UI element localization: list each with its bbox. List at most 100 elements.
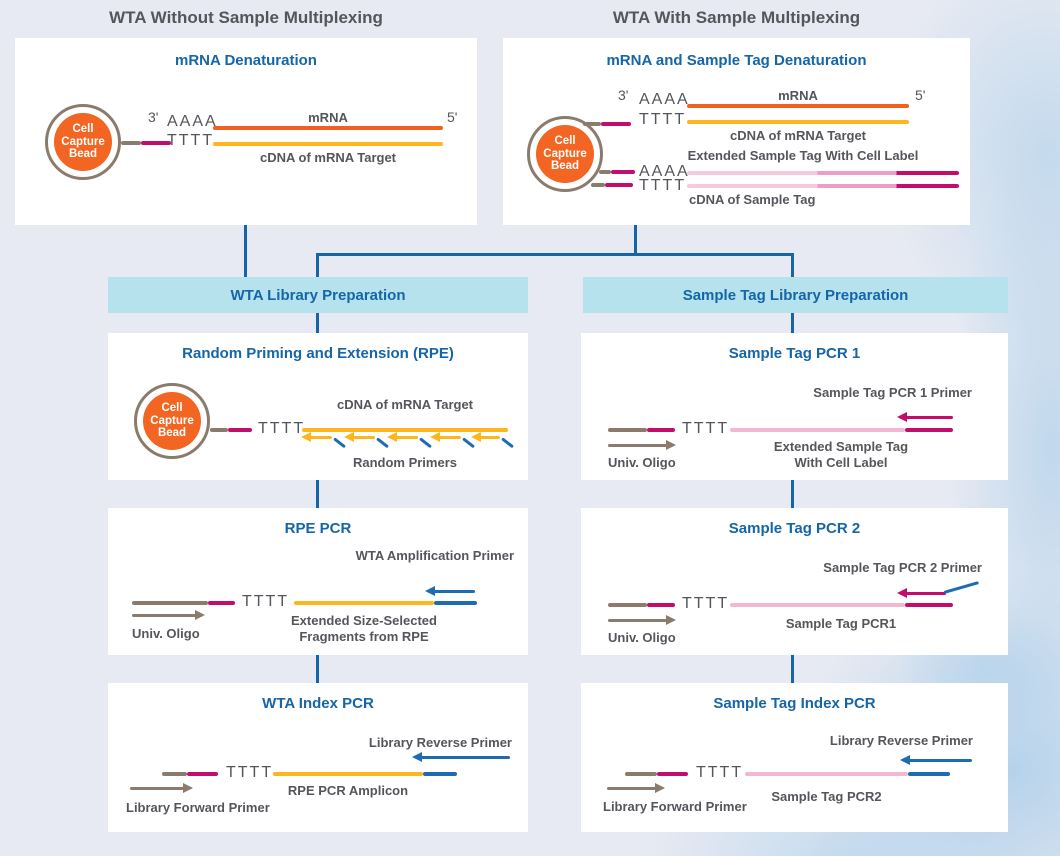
- box-random-priming-extension: Random Priming and Extension (RPE) Cell …: [108, 333, 528, 480]
- cdna-strand: [302, 428, 508, 432]
- sample-tag-pcr2-primer-label: Sample Tag PCR 2 Primer: [823, 560, 982, 575]
- box-rpe-pcr: RPE PCR WTA Amplification Primer TTTT Un…: [108, 508, 528, 655]
- sample-tag-pcr2-primer-tail: [943, 581, 980, 594]
- rpe-pcr-amplicon-label: RPE PCR Amplicon: [287, 783, 409, 798]
- banner-sample-tag-library-prep-label: Sample Tag Library Preparation: [682, 286, 909, 304]
- mrna-label: mRNA: [308, 110, 348, 125]
- connector-right-2: [791, 480, 794, 508]
- box-wta-index-pcr: WTA Index PCR Library Reverse Primer TTT…: [108, 683, 528, 832]
- cell-label-segment: [647, 428, 675, 432]
- banner-wta-library-prep: WTA Library Preparation: [108, 277, 528, 313]
- univ-oligo-arrow: [608, 440, 676, 450]
- univ-oligo-label: Univ. Oligo: [608, 455, 676, 470]
- univ-oligo-segment: [162, 772, 187, 776]
- polya-sequence-2: AAAA: [639, 163, 690, 180]
- sample-tag-strand-tip: [905, 603, 953, 607]
- sample-tag-pcr1-label: Sample Tag PCR1: [785, 616, 897, 631]
- sample-tag-strand: [745, 772, 908, 776]
- bead-linker-segment: [210, 428, 228, 432]
- univ-oligo-segment: [132, 601, 208, 605]
- univ-oligo-arrow: [608, 615, 676, 625]
- library-forward-primer-arrow: [130, 783, 193, 793]
- five-prime-label: 5': [447, 109, 458, 125]
- cell-label-segment: [141, 141, 171, 145]
- cell-label-segment-2: [611, 170, 635, 174]
- cell-capture-bead: Cell Capture Bead: [527, 116, 603, 192]
- cdna-strand: [213, 142, 443, 146]
- cdna-label: cDNA of mRNA Target: [336, 397, 474, 412]
- cell-label-segment: [657, 772, 688, 776]
- random-primer-arrow: [344, 432, 375, 442]
- box-title: Sample Tag Index PCR: [713, 695, 876, 712]
- random-primer: [344, 432, 391, 451]
- connector-left-denaturation: [244, 225, 247, 277]
- cell-label-segment: [647, 603, 675, 607]
- polyt-sequence: TTTT: [682, 420, 730, 437]
- mrna-strand: [213, 126, 443, 130]
- polyt-sequence: TTTT: [639, 111, 687, 128]
- box-title: mRNA Denaturation: [175, 52, 317, 69]
- five-prime-label: 5': [915, 87, 926, 103]
- univ-oligo-segment: [625, 772, 657, 776]
- connector-left-1: [316, 313, 319, 333]
- cell-capture-bead-label: Cell Capture Bead: [54, 113, 112, 171]
- random-primer-arrow: [387, 432, 418, 442]
- library-reverse-primer-arrow: [412, 752, 510, 762]
- box-title: Sample Tag PCR 2: [728, 520, 861, 537]
- extended-sample-tag-strand: [687, 171, 959, 175]
- mrna-strand: [687, 104, 909, 108]
- random-primer-arrow: [430, 432, 461, 442]
- connector-branch-drop-left: [316, 256, 319, 277]
- connector-branch-drop-right: [791, 256, 794, 277]
- sample-tag-strand: [730, 428, 905, 432]
- sample-tag-pcr2-label: Sample Tag PCR2: [771, 789, 882, 804]
- cell-label-segment: [228, 428, 252, 432]
- sample-tag-strand-tip: [908, 772, 950, 776]
- amplicon-strand: [273, 772, 423, 776]
- random-primer-arrow: [471, 432, 500, 442]
- polyt-sequence: TTTT: [258, 420, 306, 437]
- mrna-label: mRNA: [778, 88, 818, 103]
- cdna-sample-tag-strand: [687, 184, 959, 188]
- polyt-sequence: TTTT: [682, 595, 730, 612]
- header-with-multiplexing: WTA With Sample Multiplexing: [612, 8, 861, 27]
- extended-sample-tag-label: Extended Sample Tag With Cell Label: [687, 148, 919, 163]
- box-title: mRNA and Sample Tag Denaturation: [606, 52, 867, 69]
- fragments-label: Extended Size-Selected Fragments from RP…: [291, 613, 437, 645]
- wta-amplification-primer-label: WTA Amplification Primer: [355, 548, 514, 563]
- library-forward-primer-label: Library Forward Primer: [603, 799, 747, 814]
- sample-tag-strand: [730, 603, 905, 607]
- sample-tag-strand-tip: [905, 428, 953, 432]
- box-title: RPE PCR: [284, 520, 352, 537]
- random-primers-label: Random Primers: [352, 455, 458, 470]
- bead-linker-segment-2: [599, 170, 611, 174]
- connector-right-1: [791, 313, 794, 333]
- cell-label-segment: [601, 122, 631, 126]
- sample-tag-pcr1-primer-label: Sample Tag PCR 1 Primer: [813, 385, 972, 400]
- box-mrna-denaturation: mRNA Denaturation Cell Capture Bead 3' A…: [15, 38, 477, 225]
- box-sample-tag-pcr-1: Sample Tag PCR 1 Sample Tag PCR 1 Primer…: [581, 333, 1008, 480]
- cell-capture-bead: Cell Capture Bead: [134, 383, 210, 459]
- univ-oligo-arrow: [132, 610, 205, 620]
- random-primer: [471, 432, 518, 451]
- banner-sample-tag-library-prep: Sample Tag Library Preparation: [583, 277, 1008, 313]
- box-title: Random Priming and Extension (RPE): [182, 345, 454, 362]
- cdna-sample-tag-label: cDNA of Sample Tag: [689, 192, 816, 207]
- cell-label-segment: [208, 601, 235, 605]
- library-reverse-primer-arrow: [900, 755, 972, 765]
- library-forward-primer-arrow: [607, 783, 665, 793]
- cdna-label: cDNA of mRNA Target: [729, 128, 867, 143]
- polyt-sequence: TTTT: [242, 593, 290, 610]
- extended-sample-tag-label: Extended Sample Tag With Cell Label: [773, 439, 909, 471]
- box-sample-tag-pcr-2: Sample Tag PCR 2 Sample Tag PCR 2 Primer…: [581, 508, 1008, 655]
- fragment-strand-tip: [434, 601, 477, 605]
- random-primer-tail: [501, 437, 514, 449]
- polyt-sequence: TTTT: [167, 132, 215, 149]
- random-primer: [430, 432, 477, 451]
- amplicon-strand-tip: [423, 772, 457, 776]
- library-reverse-primer-label: Library Reverse Primer: [368, 735, 512, 750]
- sample-tag-pcr1-primer-arrow: [897, 412, 953, 422]
- box-title: Sample Tag PCR 1: [728, 345, 861, 362]
- header-without-multiplexing: WTA Without Sample Multiplexing: [109, 8, 383, 27]
